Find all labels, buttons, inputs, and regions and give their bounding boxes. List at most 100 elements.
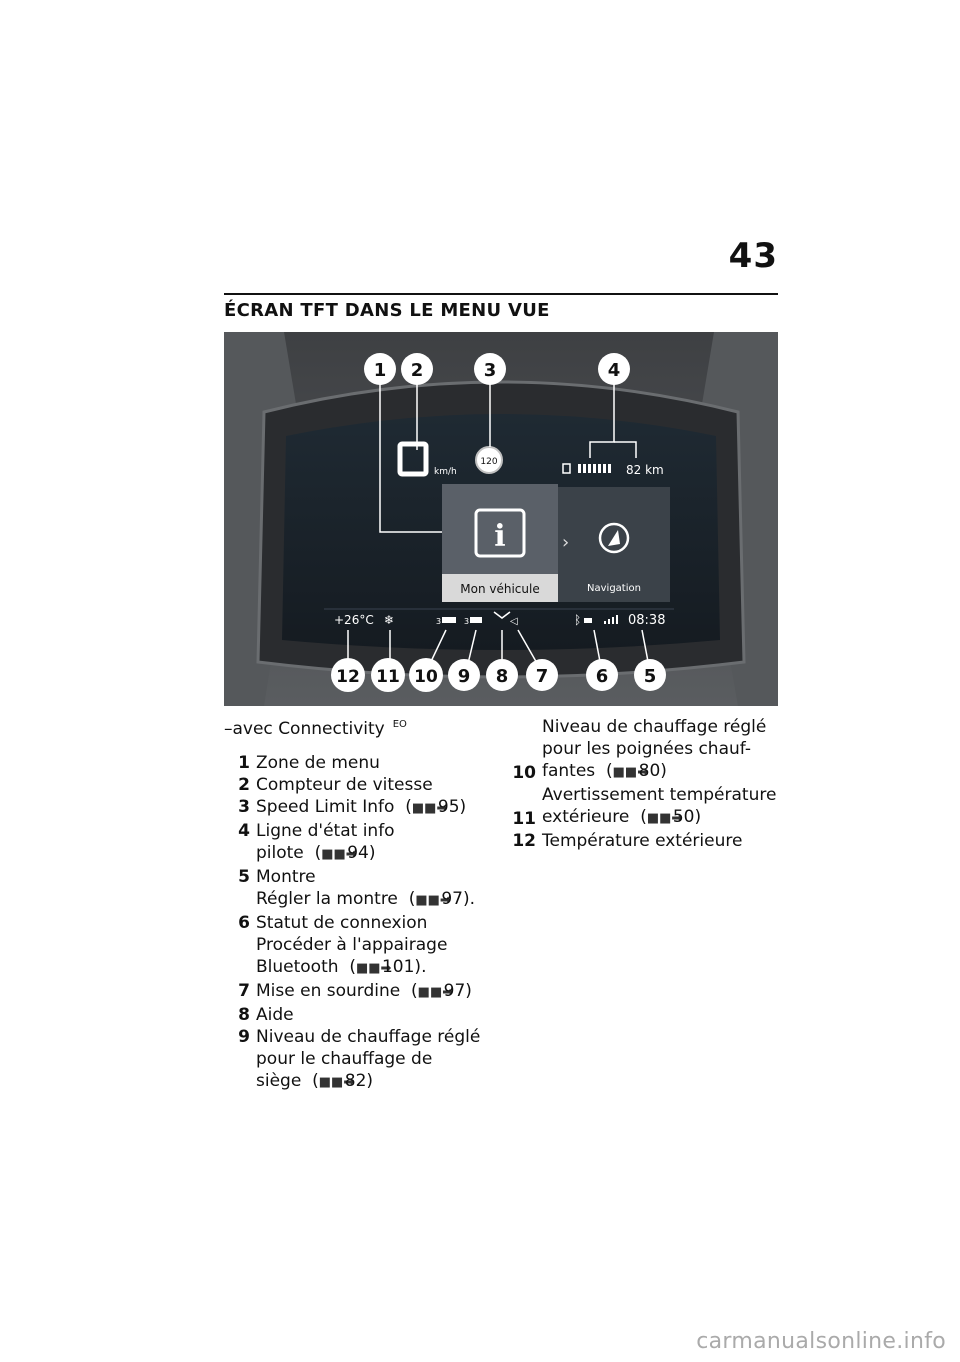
arrow-ref-icon: ■■➡: [612, 765, 649, 780]
arrow-ref-icon: ■■➡: [646, 811, 683, 826]
seat-heat-icon: 3: [464, 617, 469, 626]
legend-line: Bluetooth (■■➡101).: [256, 956, 484, 980]
legend-line: Niveau de chauffage réglé: [542, 716, 778, 738]
legend-line-text: Niveau de chauffage réglé: [256, 1027, 481, 1047]
legend-item-text: Zone de menu: [256, 752, 484, 774]
page-reference: (■■➡95): [405, 797, 466, 817]
page-reference-number: 94): [347, 843, 376, 863]
snowflake-icon: ❄: [384, 613, 394, 627]
clock-value: 08:38: [628, 613, 665, 628]
legend-item: 1 Zone de menu: [224, 752, 484, 774]
navigation-icon: [598, 522, 630, 554]
page-reference: (■■➡50): [640, 807, 701, 827]
legend-line: fantes (■■➡80): [542, 760, 778, 784]
callout-7: 7: [526, 659, 558, 691]
legend-item: 4 Ligne d'état info pilote (■■➡94): [224, 820, 484, 866]
tft-display-figure: km/h 120 82 km i Mon véhicule › Navigati…: [224, 332, 778, 706]
page-reference: (■■➡80): [606, 761, 667, 781]
svg-text:3: 3: [484, 360, 497, 381]
legend-line: Régler la montre (■■➡97).: [256, 888, 484, 912]
speed-limit-value: 120: [480, 457, 497, 467]
legend-item-number: 3: [238, 797, 250, 817]
legend-line: Avertissement température: [542, 784, 778, 806]
legend-line: Zone de menu: [256, 752, 484, 774]
signal-icon: [604, 615, 618, 624]
legend-item-text: Compteur de vitesse: [256, 774, 484, 796]
grip-heat-icon: 3: [436, 617, 441, 626]
mute-icon: ◁: [510, 616, 518, 627]
menu-tile-vehicle: i Mon véhicule: [460, 508, 540, 596]
legend-line: Température extérieure: [542, 830, 778, 852]
legend-item-number: 9: [238, 1027, 250, 1047]
range-value: 82 km: [626, 463, 664, 477]
page-reference: (■■➡94): [315, 843, 376, 863]
page-reference-number: 97).: [441, 889, 476, 909]
legend-item-text: Aide: [256, 1004, 484, 1026]
callout-11: 11: [371, 658, 405, 692]
arrow-ref-icon: ■■➡: [318, 1075, 355, 1090]
legend-line-text: Montre: [256, 867, 316, 887]
arrow-ref-icon: ■■➡: [355, 961, 392, 976]
callout-2: 2: [401, 353, 433, 385]
range-status: 82 km: [562, 463, 664, 477]
page-reference: (■■➡97): [411, 981, 472, 1001]
legend-line-text: extérieure: [542, 807, 630, 827]
menu-tile-navigation: Navigation: [587, 522, 641, 594]
svg-text:8: 8: [496, 666, 509, 687]
watermark: carmanualsonline.info: [696, 1329, 946, 1354]
speed-unit: km/h: [434, 467, 457, 477]
svg-text:9: 9: [458, 666, 471, 687]
legend-line-text: pour les poignées chauf-: [542, 739, 751, 759]
legend-line: extérieure (■■➡50): [542, 806, 778, 830]
page-reference: (■■➡97).: [409, 889, 475, 909]
legend-item-text: Température extérieure: [542, 830, 778, 852]
option-code: EO: [392, 719, 407, 730]
page-reference-number: 97): [443, 981, 472, 1001]
info-icon: i: [494, 519, 505, 554]
svg-text:12: 12: [336, 667, 360, 687]
legend-item: 3 Speed Limit Info (■■➡95): [224, 796, 484, 820]
callout-5: 5: [634, 659, 666, 691]
page-reference-number: 101).: [381, 957, 427, 977]
page-reference-number: 50): [672, 807, 702, 827]
legend-line: Compteur de vitesse: [256, 774, 484, 796]
legend-item-number: 1: [238, 753, 250, 773]
legend-line: pour le chauffage de siège (■■➡82): [256, 1048, 484, 1094]
callout-8: 8: [486, 659, 518, 691]
legend-item-number: 5: [238, 867, 250, 887]
svg-text:11: 11: [376, 667, 400, 687]
legend-item-text: Mise en sourdine (■■➡97): [256, 980, 484, 1004]
legend-line: Speed Limit Info (■■➡95): [256, 796, 484, 820]
legend-line: Montre: [256, 866, 484, 888]
legend-item-text: Ligne d'état info pilote (■■➡94): [256, 820, 484, 866]
callout-1: 1: [364, 353, 396, 385]
legend-line: pour les poignées chauf-: [542, 738, 778, 760]
legend-line: Aide: [256, 1004, 484, 1026]
legend-item-number: 11: [512, 809, 536, 829]
chevron-right-icon: ›: [562, 532, 569, 553]
legend-line-text: Bluetooth: [256, 957, 339, 977]
legend-line: Mise en sourdine (■■➡97): [256, 980, 484, 1004]
svg-text:10: 10: [414, 667, 438, 687]
callout-4: 4: [598, 353, 630, 385]
page-reference-number: 82): [344, 1071, 374, 1091]
legend-line-text: Ligne d'état info pilote: [256, 821, 395, 863]
legend-line-text: Régler la montre: [256, 889, 398, 909]
legend-item-number: 4: [238, 821, 250, 841]
arrow-ref-icon: ■■➡: [417, 985, 454, 1000]
page-reference: (■■➡101).: [349, 957, 426, 977]
legend-item-number: 8: [238, 1005, 250, 1025]
legend-item-number: 10: [512, 763, 536, 783]
callout-3: 3: [474, 353, 506, 385]
